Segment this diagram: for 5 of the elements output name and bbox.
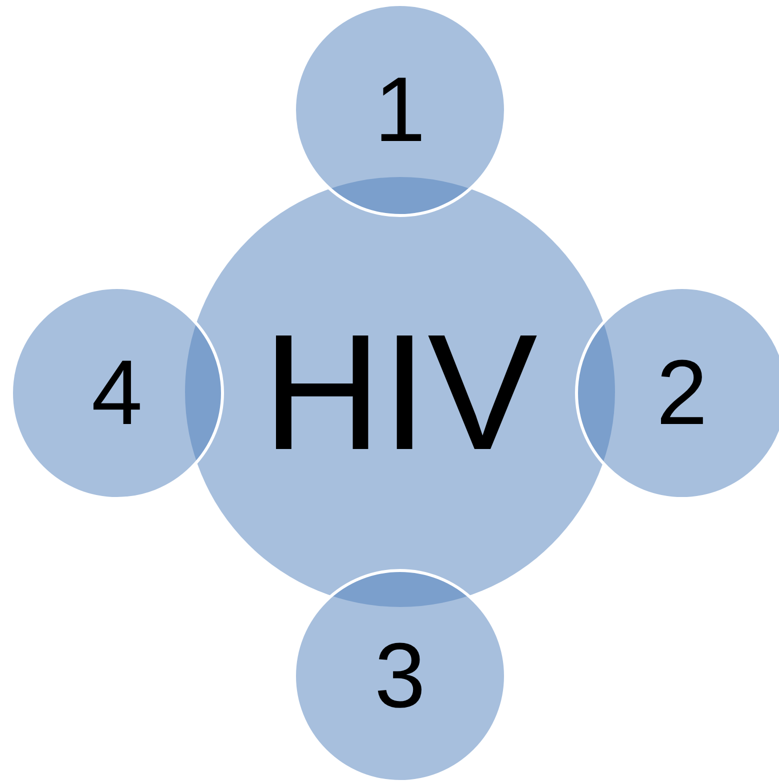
circle-label: 4 [91, 347, 143, 439]
circle-label: 2 [656, 347, 708, 439]
circle-label: HIV [262, 310, 538, 474]
circle-label: 1 [374, 64, 426, 156]
circle-label: 3 [374, 630, 426, 722]
